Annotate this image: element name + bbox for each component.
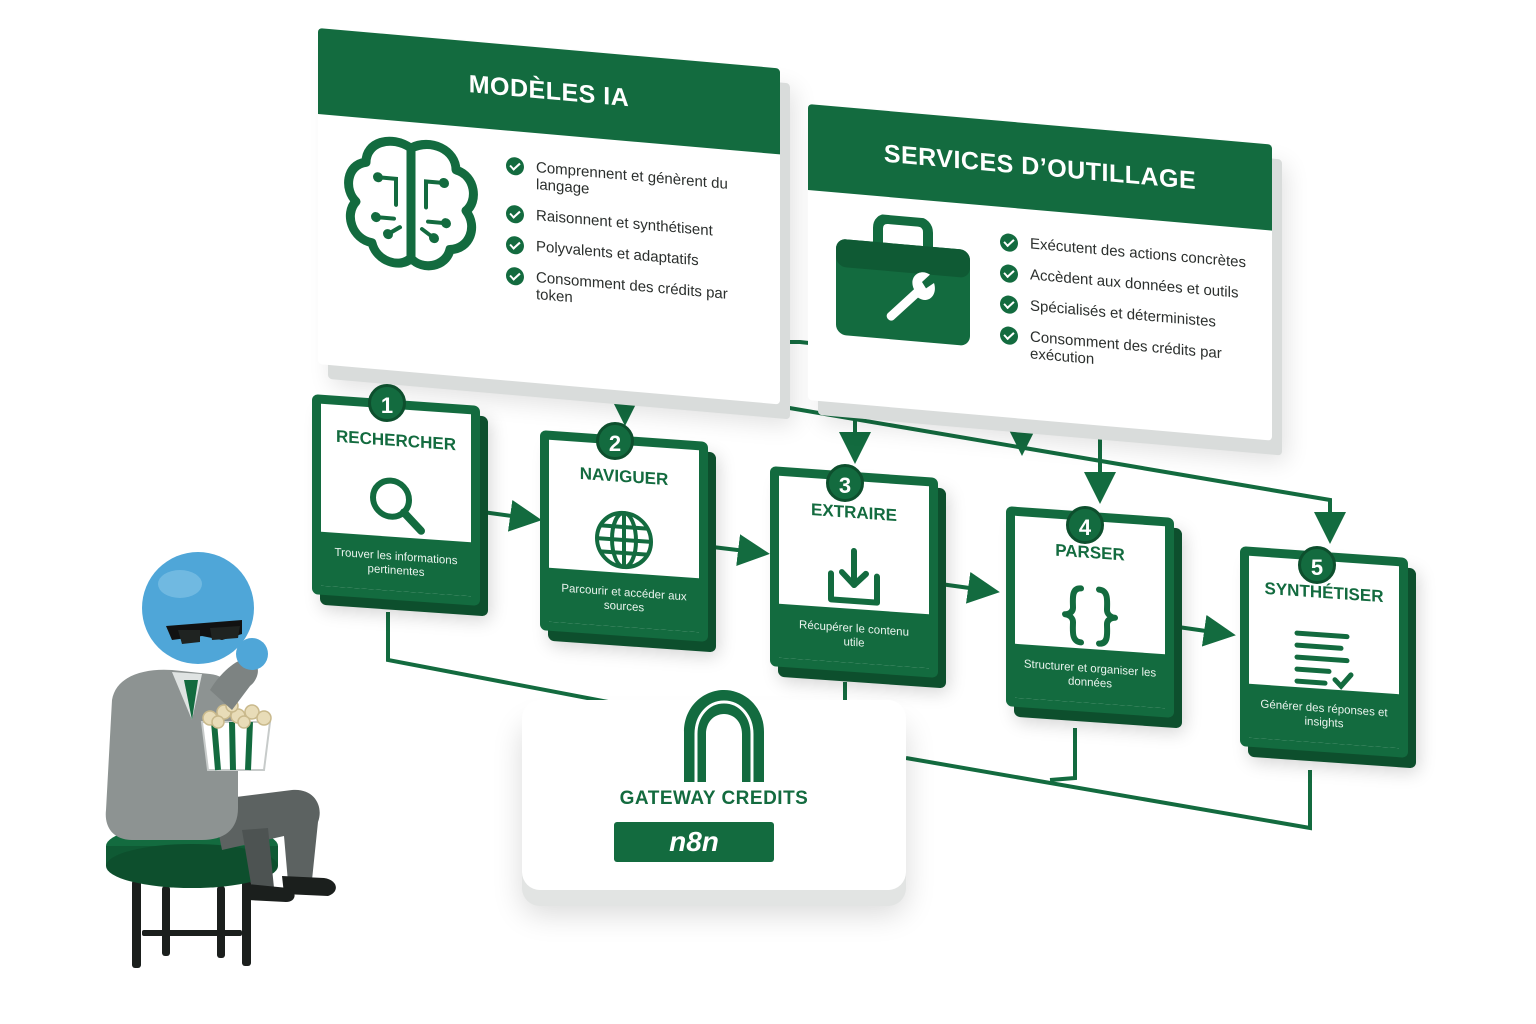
step-title: EXTRAIRE	[811, 499, 897, 526]
check-icon	[1000, 263, 1018, 284]
globe-icon	[589, 503, 659, 578]
gateway-line-4	[1049, 728, 1077, 782]
list-item: Spécialisés et déterministes	[1000, 294, 1250, 334]
observer-figure-icon	[92, 550, 372, 970]
list-item: Raisonnent et synthétisent	[506, 204, 751, 242]
step-description: Générer des réponses et insights	[1249, 683, 1399, 749]
step-number-badge: 1	[368, 384, 406, 422]
step-description: Récupérer le contenu utile	[779, 603, 929, 669]
step-card-parser: PARSER Structurer et organiser les donné…	[1006, 506, 1174, 718]
list-item: Accèdent aux données et outils	[1000, 263, 1250, 303]
list-item: Consomment des crédits par token	[506, 266, 751, 321]
models-feature-list: Comprennent et génèrent du langage Raiso…	[506, 156, 751, 335]
models-panel: MODÈLES IA Comprennent et génèrent du la…	[318, 28, 780, 405]
n8n-badge: n8n	[614, 822, 774, 862]
step-card-rechercher: RECHERCHER Trouver les informations pert…	[312, 394, 480, 606]
step-card-synthetiser: SYNTHÉTISER Générer des réponses et insi…	[1240, 546, 1408, 758]
check-icon	[1000, 294, 1018, 315]
check-icon	[506, 204, 524, 225]
download-icon	[819, 539, 889, 614]
list-item: Polyvalents et adaptatifs	[506, 235, 751, 273]
step-card-naviguer: NAVIGUER Parcourir et accéder aux source…	[540, 430, 708, 642]
check-icon	[506, 156, 524, 177]
n8n-arch-icon	[674, 686, 774, 786]
check-icon	[1000, 232, 1018, 253]
gateway-credits-platform: GATEWAY CREDITS n8n	[522, 690, 906, 890]
check-icon	[506, 235, 524, 256]
step-number-badge: 3	[826, 464, 864, 502]
curly-braces-icon	[1055, 579, 1125, 654]
step-title: RECHERCHER	[336, 426, 456, 455]
tools-panel: SERVICES D’OUTILLAGE Exécutent des actio…	[808, 104, 1272, 441]
stool	[132, 880, 251, 968]
gateway-line-5	[905, 756, 1312, 831]
toolbox-icon	[828, 210, 978, 353]
search-icon	[361, 467, 431, 542]
gateway-title: GATEWAY CREDITS	[619, 788, 809, 809]
step-card-extraire: EXTRAIRE Récupérer le contenu utile	[770, 466, 938, 678]
step-title: NAVIGUER	[579, 463, 669, 490]
bus-line-b	[624, 378, 1346, 544]
step-number-badge: 2	[596, 422, 634, 460]
check-icon	[1000, 325, 1018, 346]
step-description: Structurer et organiser les données	[1015, 643, 1165, 709]
list-item: Comprennent et génèrent du langage	[506, 156, 751, 211]
list-item: Consomment des crédits par exécution	[1000, 325, 1250, 382]
check-icon	[506, 266, 524, 287]
document-check-icon	[1289, 619, 1359, 694]
list-item: Exécutent des actions concrètes	[1000, 232, 1250, 272]
gateway-line-1	[386, 612, 651, 712]
step-description: Parcourir et accéder aux sources	[549, 567, 699, 633]
tools-feature-list: Exécutent des actions concrètes Accèdent…	[1000, 232, 1250, 396]
brain-circuit-icon	[336, 130, 486, 283]
step-number-badge: 5	[1298, 546, 1336, 584]
step-number-badge: 4	[1066, 506, 1104, 544]
